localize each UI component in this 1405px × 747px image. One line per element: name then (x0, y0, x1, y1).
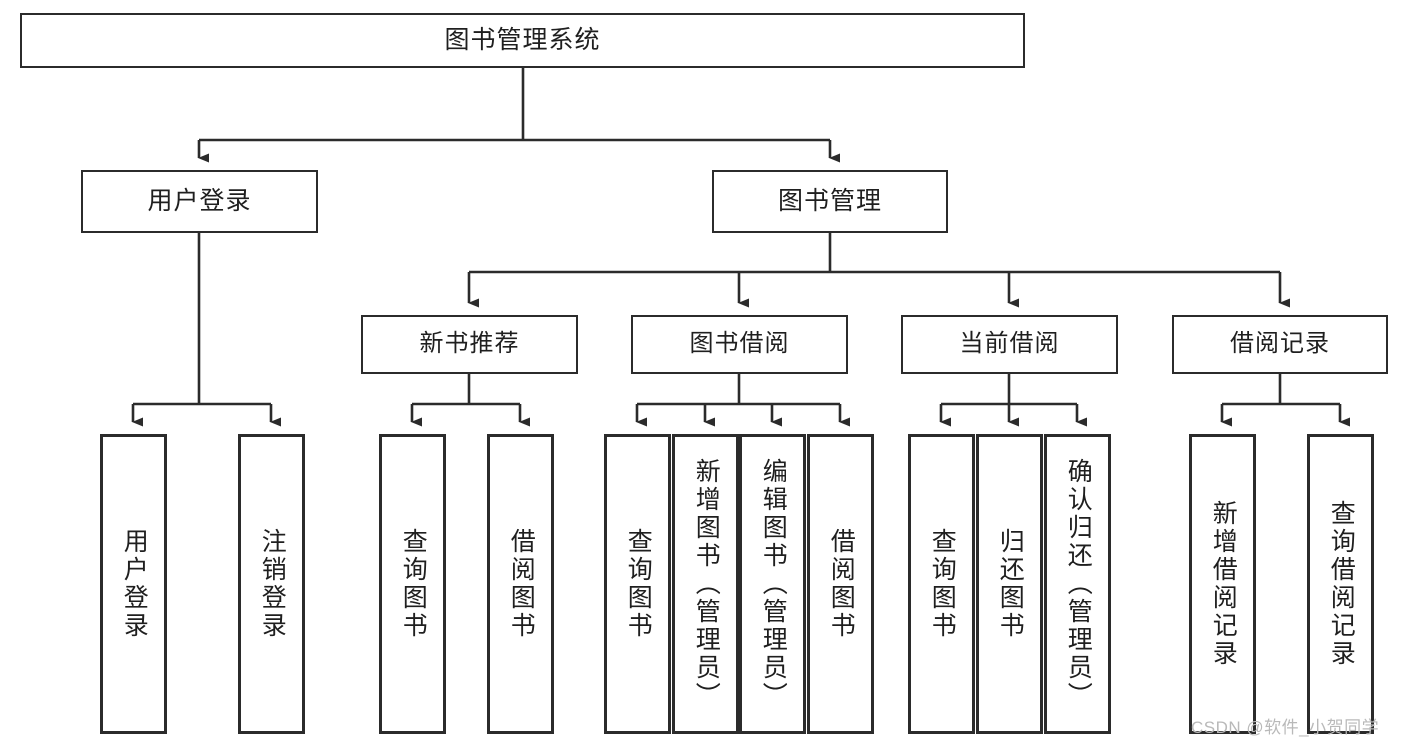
node-label: 借阅记录 (1230, 330, 1330, 358)
node-label: 确认归还（管理员） (1064, 458, 1093, 710)
node-label: 查询图书 (624, 528, 653, 640)
node-label: 查询图书 (399, 528, 428, 640)
node-label: 新书推荐 (419, 330, 520, 358)
leaf-new-book-query-book[interactable]: 查询图书 (379, 434, 446, 734)
leaf-current-borrow-return-book[interactable]: 归还图书 (976, 434, 1043, 734)
node-label: 借阅图书 (827, 528, 856, 640)
leaf-current-borrow-query-book[interactable]: 查询图书 (908, 434, 975, 734)
node-label: 用户登录 (147, 186, 252, 215)
leaf-new-book-borrow-book[interactable]: 借阅图书 (487, 434, 554, 734)
node-label: 新增借阅记录 (1209, 500, 1238, 668)
leaf-book-borrow-borrow-book[interactable]: 借阅图书 (807, 434, 874, 734)
leaf-user-login-logout[interactable]: 注销登录 (238, 434, 305, 734)
node-label: 用户登录 (120, 528, 149, 640)
node-label: 注销登录 (258, 528, 287, 640)
leaf-current-borrow-confirm-return-admin[interactable]: 确认归还（管理员） (1044, 434, 1111, 734)
csdn-watermark: CSDN @软件_小贺同学 (1191, 718, 1380, 737)
node-label: 归还图书 (996, 528, 1025, 640)
node-label: 图书管理系统 (444, 25, 601, 54)
leaf-borrow-records-add-record[interactable]: 新增借阅记录 (1189, 434, 1256, 734)
node-root-book-management-system[interactable]: 图书管理系统 (20, 13, 1025, 68)
node-new-book-recommend[interactable]: 新书推荐 (361, 315, 578, 374)
node-label: 查询图书 (928, 528, 957, 640)
node-current-borrow[interactable]: 当前借阅 (901, 315, 1118, 374)
node-book-borrow[interactable]: 图书借阅 (631, 315, 848, 374)
node-label: 图书管理 (777, 186, 882, 215)
node-book-management[interactable]: 图书管理 (712, 170, 948, 233)
leaf-book-borrow-query-book[interactable]: 查询图书 (604, 434, 671, 734)
node-borrow-records[interactable]: 借阅记录 (1172, 315, 1388, 374)
node-label: 当前借阅 (959, 330, 1060, 358)
node-label: 查询借阅记录 (1327, 500, 1356, 668)
node-label: 新增图书（管理员） (692, 458, 721, 710)
leaf-user-login-login[interactable]: 用户登录 (100, 434, 167, 734)
node-label: 借阅图书 (507, 528, 536, 640)
node-user-login[interactable]: 用户登录 (81, 170, 318, 233)
leaf-borrow-records-query-record[interactable]: 查询借阅记录 (1307, 434, 1374, 734)
leaf-book-borrow-add-book-admin[interactable]: 新增图书（管理员） (672, 434, 739, 734)
node-label: 编辑图书（管理员） (759, 458, 788, 710)
leaf-book-borrow-edit-book-admin[interactable]: 编辑图书（管理员） (739, 434, 806, 734)
node-label: 图书借阅 (689, 330, 790, 358)
